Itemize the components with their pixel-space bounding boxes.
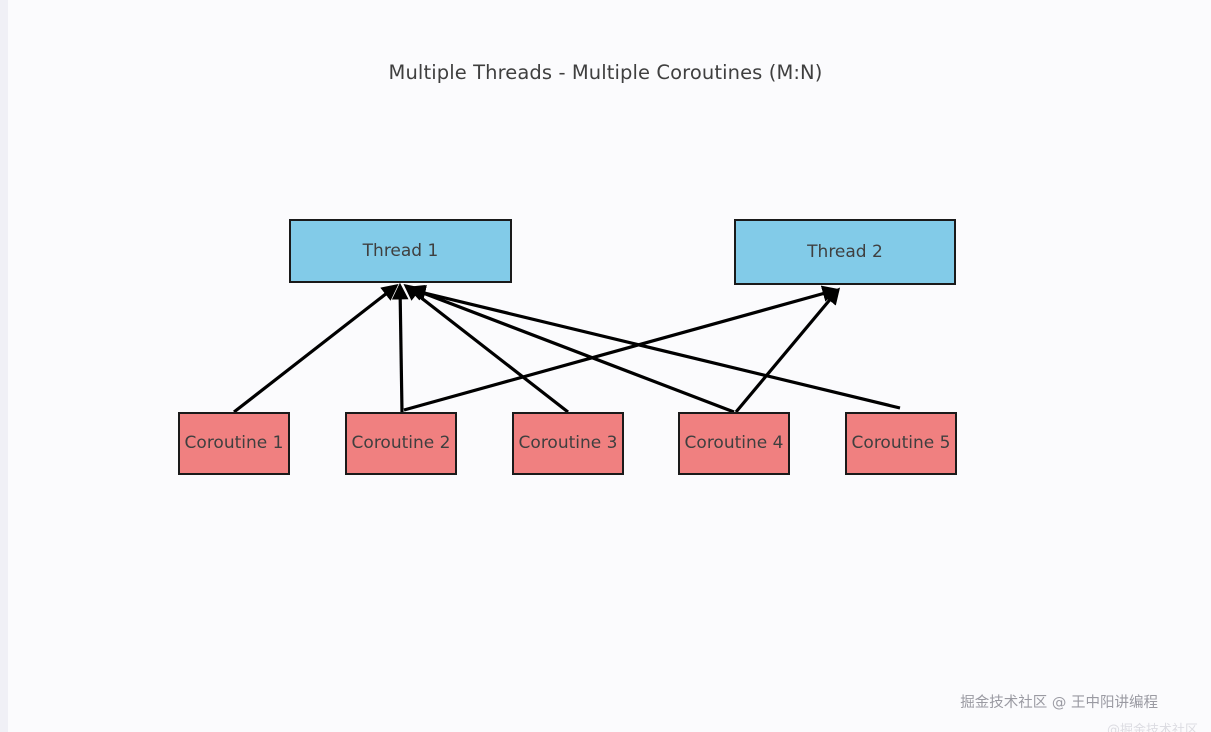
node-label: Thread 1	[362, 240, 439, 261]
arrow-coroutine-3-to-thread-1	[403, 284, 569, 414]
page-title: Multiple Threads - Multiple Coroutines (…	[388, 61, 823, 84]
node-label: Coroutine 1	[184, 433, 284, 453]
arrow-coroutine-4-to-thread-1	[407, 285, 735, 414]
node-coroutine-4[interactable]: Coroutine 4	[678, 412, 790, 475]
node-thread-1[interactable]: Thread 1	[289, 219, 512, 283]
arrow-group	[233, 282, 901, 414]
arrow-coroutine-2-to-thread-1	[391, 282, 409, 413]
arrow-coroutine-4-to-thread-2	[734, 287, 841, 414]
node-label: Coroutine 2	[351, 433, 451, 453]
watermark-primary: 掘金技术社区 @ 王中阳讲编程	[960, 695, 1158, 711]
node-coroutine-1[interactable]: Coroutine 1	[178, 412, 290, 475]
node-coroutine-3[interactable]: Coroutine 3	[512, 412, 624, 475]
arrow-coroutine-2-to-thread-2	[403, 285, 840, 412]
watermark-secondary: @掘金技术社区	[1106, 723, 1198, 732]
node-label: Thread 2	[807, 241, 883, 262]
arrow-coroutine-5-to-thread-1	[408, 285, 901, 410]
left-edge-band	[0, 0, 8, 732]
node-label: Coroutine 3	[518, 433, 618, 453]
node-label: Coroutine 5	[851, 433, 951, 453]
node-coroutine-2[interactable]: Coroutine 2	[345, 412, 457, 475]
node-label: Coroutine 4	[684, 433, 784, 453]
arrow-coroutine-1-to-thread-1	[233, 284, 399, 414]
node-coroutine-5[interactable]: Coroutine 5	[845, 412, 957, 475]
node-thread-2[interactable]: Thread 2	[734, 219, 956, 285]
